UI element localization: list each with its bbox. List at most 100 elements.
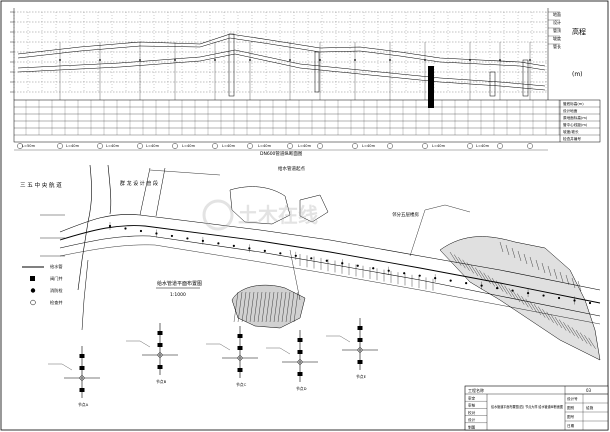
- station-marker: [319, 59, 321, 61]
- hatch-stroke: [580, 332, 588, 344]
- hatch-stroke: [462, 259, 470, 271]
- watermark: 土木在线: [202, 199, 318, 231]
- branch-road-3: [149, 169, 221, 176]
- branch-road-1: [139, 167, 151, 216]
- pipeline-fitting: [325, 259, 328, 262]
- pipeline-nodes: [108, 222, 592, 305]
- hatch-stroke: [553, 268, 558, 280]
- manhole-symbol: [422, 143, 428, 149]
- station-marker: [469, 59, 471, 61]
- detail-label: 节点A: [78, 402, 89, 407]
- station-marker: [249, 59, 251, 61]
- manhole-symbol: [212, 143, 218, 149]
- detail-valve-icon: [237, 334, 243, 338]
- hatch-stroke: [293, 291, 299, 323]
- title-block-drawing-name: 给水管道平面布置图(四) 节点大样 给水管道纵断面图: [491, 404, 564, 409]
- pipeline-fitting: [372, 267, 375, 270]
- detail-valve-icon: [357, 326, 363, 330]
- detail-valve-icon: [357, 338, 363, 342]
- segment-length-label: L=40m: [66, 144, 80, 148]
- embankment-hatching: [449, 241, 596, 349]
- title-block-field-label: 图号: [567, 414, 575, 419]
- pipe-bottom-line: [17, 53, 546, 91]
- hatch-stroke: [273, 291, 279, 323]
- manhole-symbol: [247, 143, 253, 149]
- profile-right-label: 管长: [553, 43, 561, 49]
- pipeline-fitting: [232, 244, 235, 247]
- profile-structure-4: [489, 71, 496, 97]
- detail-label: 节点B: [156, 379, 167, 384]
- detail-leader: [279, 347, 291, 355]
- title-block-field-label: 设计号: [567, 396, 578, 401]
- label-building-right: 邻分五层楼房: [392, 211, 419, 218]
- legend-label: 检查井: [50, 299, 63, 306]
- pipeline-fitting: [495, 286, 499, 290]
- hatch-stroke: [542, 309, 550, 321]
- canal-right-edge: [107, 164, 112, 215]
- title-block-field-value: 给施: [586, 405, 594, 410]
- hatch-stroke: [577, 280, 582, 292]
- node-detail: 节点D: [266, 330, 318, 391]
- detail-valve-icon: [237, 346, 243, 350]
- hatch-stroke: [547, 265, 552, 277]
- detail-junction-icon: [357, 347, 363, 353]
- pipeline-fitting: [279, 252, 282, 255]
- segment-length-label: L=50m: [22, 144, 36, 148]
- segment-length-label: L=40m: [106, 144, 120, 148]
- hatch-stroke: [449, 251, 458, 264]
- detail-label: 节点C: [236, 382, 247, 387]
- manhole-symbol: [467, 143, 473, 149]
- hatch-stroke: [521, 296, 529, 308]
- manhole-symbol: [317, 143, 323, 149]
- pipeline-fitting: [557, 296, 561, 300]
- manhole-symbol: [287, 143, 293, 149]
- hatch-stroke: [533, 303, 542, 316]
- title-block-role: 设计: [468, 417, 476, 422]
- detail-valve-icon: [79, 354, 85, 358]
- station-marker: [289, 59, 291, 61]
- hatch-stroke: [483, 272, 491, 284]
- label-building-upper: 给水管道起点: [278, 165, 305, 172]
- detail-valve-icon: [79, 366, 85, 370]
- pipeline-fitting: [356, 264, 359, 267]
- pipeline-fitting: [139, 229, 143, 233]
- profile-table-row-label: 管底标高(m): [563, 101, 584, 106]
- profile-side-title: 高程: [572, 27, 586, 36]
- hatch-stroke: [475, 267, 483, 279]
- pipe-top-line: [17, 49, 546, 87]
- legend-label: 阀门井: [50, 275, 63, 282]
- title-block-role: 校对: [468, 410, 476, 415]
- pipeline-fitting: [310, 257, 313, 260]
- title-block-project-label: 工程名称: [468, 387, 484, 393]
- hatch-stroke: [535, 259, 540, 271]
- hatch-stroke: [511, 247, 516, 259]
- design-ground-line: [17, 37, 546, 71]
- station-marker: [499, 59, 501, 61]
- legend-hydrant-icon: [30, 288, 36, 293]
- profile-structure-5: [522, 59, 529, 97]
- detail-junction-icon: [297, 359, 303, 365]
- segment-length-label: L=40m: [182, 144, 196, 148]
- detail-label: 节点D: [296, 386, 307, 391]
- profile-grid: [10, 8, 549, 100]
- hatch-stroke: [508, 288, 516, 300]
- title-block-role: 审核: [468, 403, 476, 408]
- hill-hatching: [233, 291, 299, 323]
- pipeline-fitting: [511, 289, 514, 292]
- legend-manhole-icon: [30, 299, 36, 306]
- pipeline-fitting: [170, 234, 174, 238]
- station-marker: [139, 59, 141, 61]
- watermark-text: 土木在线: [238, 203, 318, 227]
- hatch-stroke: [466, 262, 474, 274]
- pipeline-fitting: [403, 272, 406, 275]
- hatch-stroke: [565, 274, 570, 286]
- title-block-role: 制图: [468, 424, 476, 429]
- hatch-stroke: [559, 319, 567, 331]
- profile-right-label: 设计: [553, 19, 561, 25]
- hatch-stroke: [554, 316, 563, 329]
